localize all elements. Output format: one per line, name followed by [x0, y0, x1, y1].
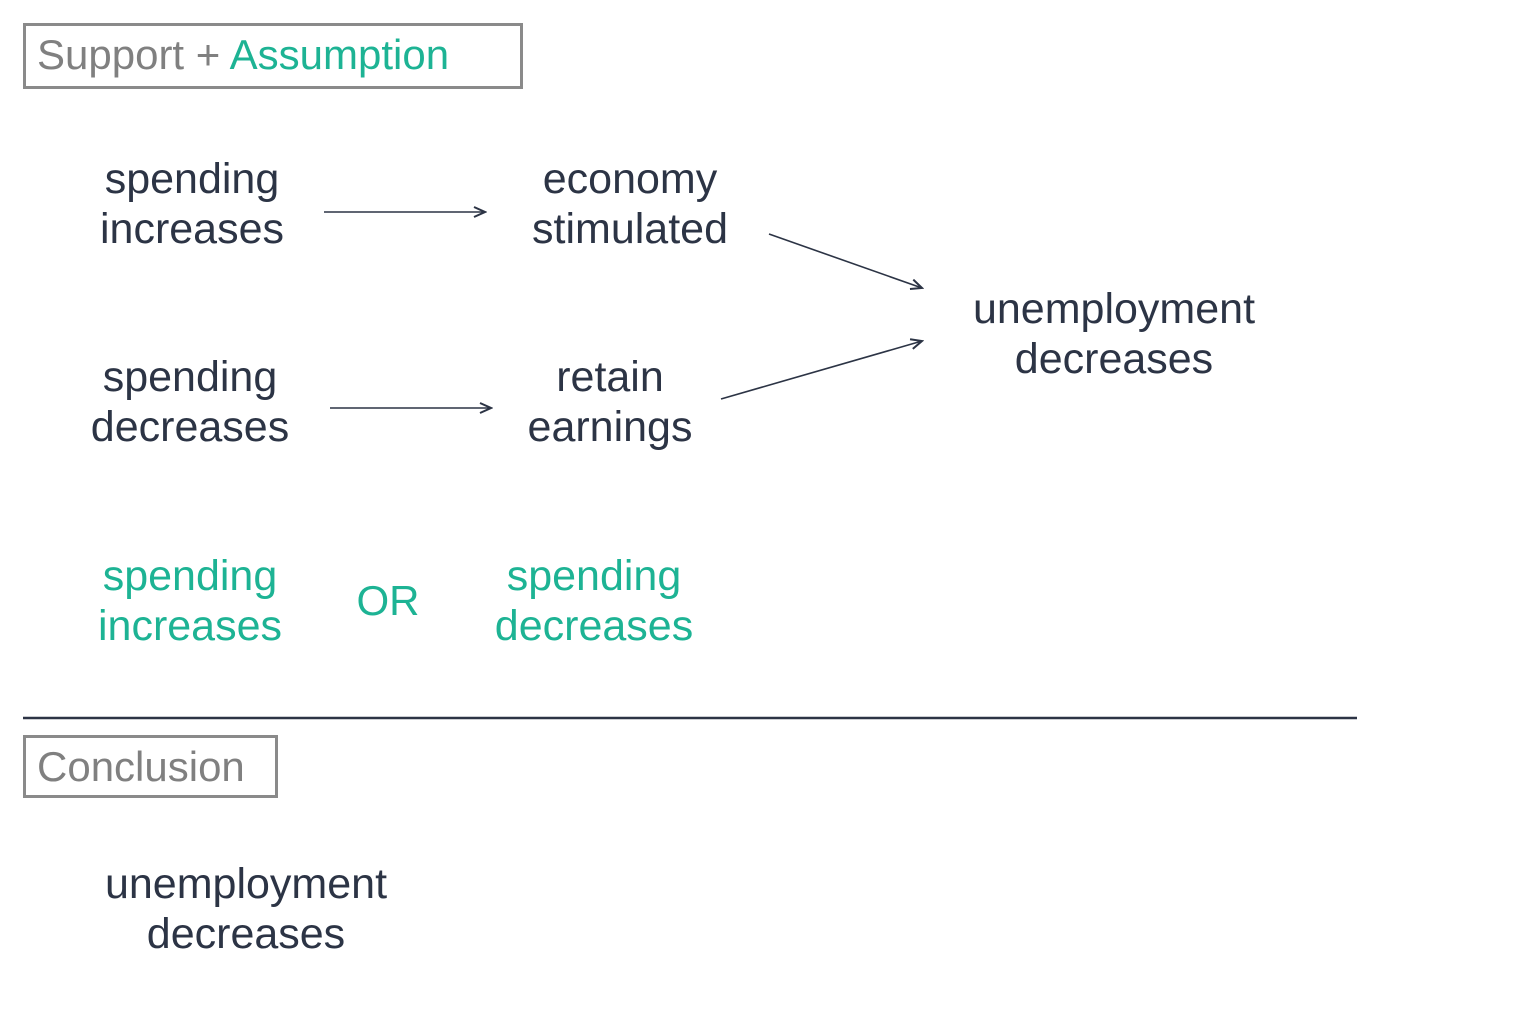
arrow-retain-to-unemployment: [720, 341, 922, 400]
assumption-or-connector: OR: [356, 577, 420, 624]
assumption-spending-increases: spending increases: [97, 552, 283, 650]
node-spending-increases: spending increases: [99, 155, 285, 253]
arrow-economy-to-unemployment: [768, 233, 922, 288]
assumption-label: Assumption: [229, 31, 450, 78]
node-retain-earnings: retain earnings: [527, 353, 693, 451]
node-spending-decreases: spending decreases: [90, 353, 290, 451]
support-assumption-header: Support + Assumption: [23, 23, 523, 89]
conclusion-unemployment-decreases: unemployment decreases: [104, 860, 388, 958]
support-label: Support +: [37, 31, 221, 78]
conclusion-header: Conclusion: [23, 735, 278, 798]
node-economy-stimulated: economy stimulated: [532, 155, 728, 253]
node-unemployment-decreases: unemployment decreases: [972, 285, 1256, 383]
assumption-spending-decreases: spending decreases: [494, 552, 694, 650]
conclusion-label: Conclusion: [37, 743, 245, 790]
